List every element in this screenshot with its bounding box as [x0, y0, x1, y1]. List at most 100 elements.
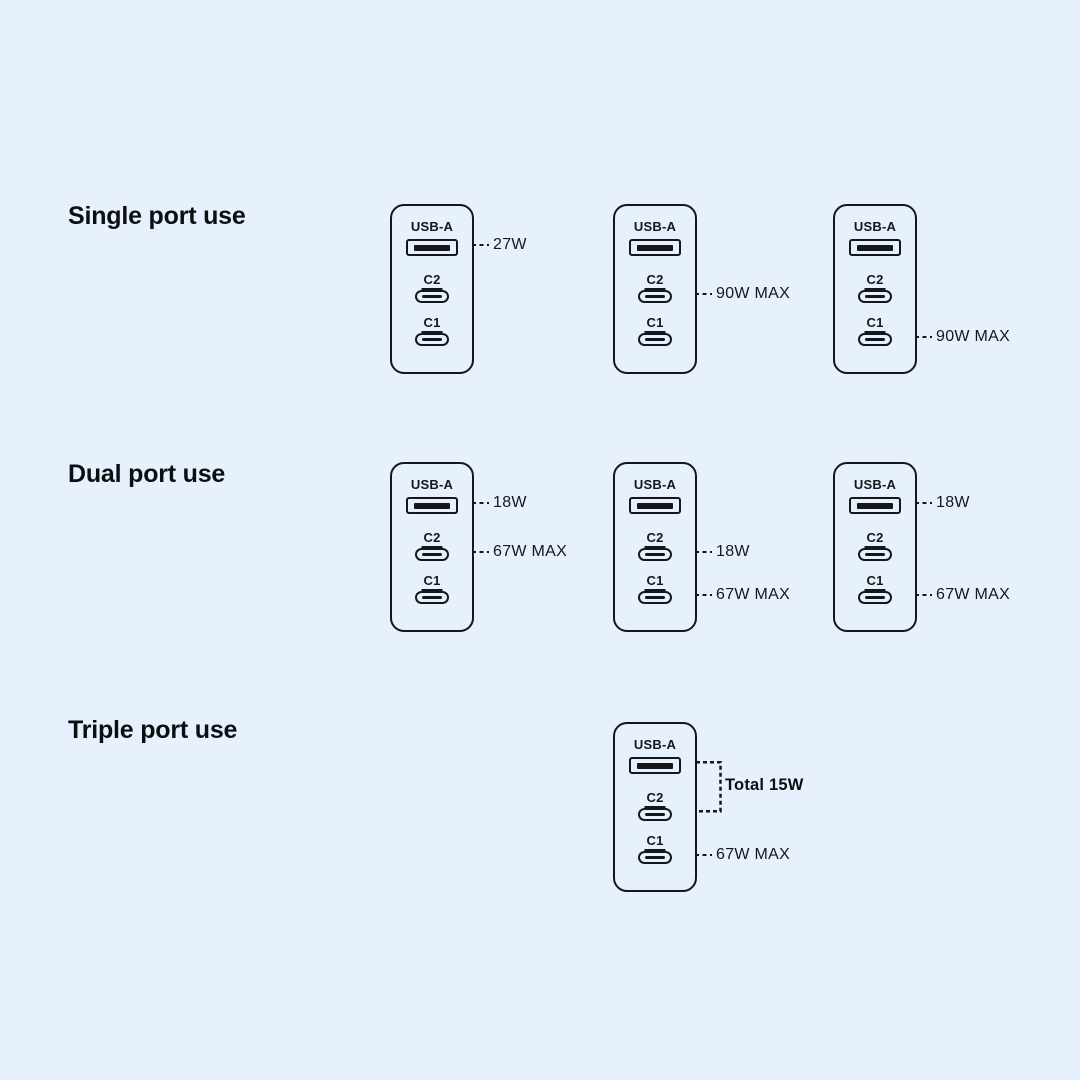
usba-port-icon [629, 239, 681, 256]
c2-port-label: C2 [644, 530, 666, 548]
section-title-single-port: Single port use [68, 202, 246, 230]
c2-port-icon [415, 290, 449, 303]
section-title-dual-port: Dual port use [68, 460, 226, 488]
callout-dash-line [915, 335, 932, 339]
c2-pin-bar [645, 552, 665, 557]
usba-port-label: USB-A [410, 219, 454, 234]
c2-pin-bar [422, 552, 442, 557]
charger-outline: USB-A C2 C1 [833, 462, 917, 632]
callout-dash-line [695, 550, 712, 554]
callout-label: 18W [936, 494, 970, 511]
total-callout-label: Total 15W [725, 776, 804, 794]
usba-tongue-bar [637, 502, 673, 509]
callout-c1: 90W MAX [915, 327, 1010, 347]
c1-port-icon [638, 333, 672, 346]
c2-pin-bar [422, 294, 442, 299]
usba-tongue-bar [637, 244, 673, 251]
callout-label: 90W MAX [716, 285, 791, 302]
callout-label: 18W [716, 543, 750, 560]
charger-unit-dual-3: USB-A C2 C1 18W 67W MAX [833, 462, 1063, 642]
usba-port-label: USB-A [410, 477, 454, 492]
c1-pin-bar [645, 595, 665, 600]
callout-usba: 18W [472, 493, 527, 513]
callout-label: 67W MAX [936, 586, 1011, 603]
usba-port-label: USB-A [853, 219, 897, 234]
charger-unit-single-1: USB-A C2 C1 27W [390, 204, 620, 384]
c1-pin-bar [865, 595, 885, 600]
c1-port-icon [638, 591, 672, 604]
c2-port-icon [858, 548, 892, 561]
c1-port-icon [638, 851, 672, 864]
callout-dash-line [915, 501, 932, 505]
c1-pin-bar [422, 337, 442, 342]
usba-tongue-bar [857, 244, 893, 251]
charger-outline: USB-A C2 C1 [613, 722, 697, 892]
usba-port-icon [849, 497, 901, 514]
callout-c1: 67W MAX [915, 585, 1010, 605]
c1-pin-bar [645, 337, 665, 342]
callout-label: 67W MAX [716, 586, 791, 603]
c2-pin-bar [645, 294, 665, 299]
usba-port-icon [849, 239, 901, 256]
c2-port-label: C2 [864, 530, 886, 548]
usba-tongue-bar [637, 762, 673, 769]
callout-label: 27W [493, 236, 527, 253]
usba-tongue-bar [414, 244, 450, 251]
callout-label: 90W MAX [936, 328, 1011, 345]
c2-port-label: C2 [644, 272, 666, 290]
charger-unit-dual-2: USB-A C2 C1 18W 67W MAX [613, 462, 843, 642]
usba-port-icon [629, 757, 681, 774]
callout-dash-line [695, 853, 712, 857]
c2-pin-bar [645, 812, 665, 817]
callout-c2: 18W [695, 542, 750, 562]
charger-unit-single-2: USB-A C2 C1 90W MAX [613, 204, 843, 384]
callout-label: 67W MAX [493, 543, 568, 560]
usba-port-icon [406, 497, 458, 514]
c1-port-label: C1 [864, 315, 886, 333]
c2-port-label: C2 [864, 272, 886, 290]
c2-port-label: C2 [421, 530, 443, 548]
callout-dash-line [695, 593, 712, 597]
callout-usba: 18W [915, 493, 970, 513]
callout-label: 18W [493, 494, 527, 511]
c1-pin-bar [645, 855, 665, 860]
charger-outline: USB-A C2 C1 [390, 204, 474, 374]
c1-port-label: C1 [421, 315, 443, 333]
c1-port-label: C1 [644, 833, 666, 851]
usba-port-label: USB-A [633, 477, 677, 492]
callout-dash-line [472, 243, 489, 247]
callout-c2: 90W MAX [695, 284, 790, 304]
c1-port-icon [415, 333, 449, 346]
c2-port-icon [638, 808, 672, 821]
c2-port-icon [638, 548, 672, 561]
c1-port-label: C1 [864, 573, 886, 591]
charger-outline: USB-A C2 C1 [613, 462, 697, 632]
c1-port-icon [858, 333, 892, 346]
callout-c1: 67W MAX [695, 845, 790, 865]
callout-dash-line [472, 550, 489, 554]
c1-port-label: C1 [644, 573, 666, 591]
callout-label: 67W MAX [716, 846, 791, 863]
c1-port-label: C1 [644, 315, 666, 333]
callout-dash-line [915, 593, 932, 597]
c2-port-label: C2 [421, 272, 443, 290]
total-bracket-dashed-line [696, 761, 722, 813]
usba-port-label: USB-A [853, 477, 897, 492]
callout-dash-line [472, 501, 489, 505]
usba-port-label: USB-A [633, 737, 677, 752]
c1-port-label: C1 [421, 573, 443, 591]
c2-port-icon [415, 548, 449, 561]
c2-port-icon [858, 290, 892, 303]
usba-port-label: USB-A [633, 219, 677, 234]
c1-pin-bar [865, 337, 885, 342]
callout-c2: 67W MAX [472, 542, 567, 562]
c2-pin-bar [865, 552, 885, 557]
c2-port-label: C2 [644, 790, 666, 808]
usba-port-icon [406, 239, 458, 256]
charger-unit-dual-1: USB-A C2 C1 18W 67W MAX [390, 462, 620, 642]
charger-outline: USB-A C2 C1 [833, 204, 917, 374]
callout-c1: 67W MAX [695, 585, 790, 605]
charger-unit-single-3: USB-A C2 C1 90W MAX [833, 204, 1063, 384]
callout-usba: 27W [472, 235, 527, 255]
